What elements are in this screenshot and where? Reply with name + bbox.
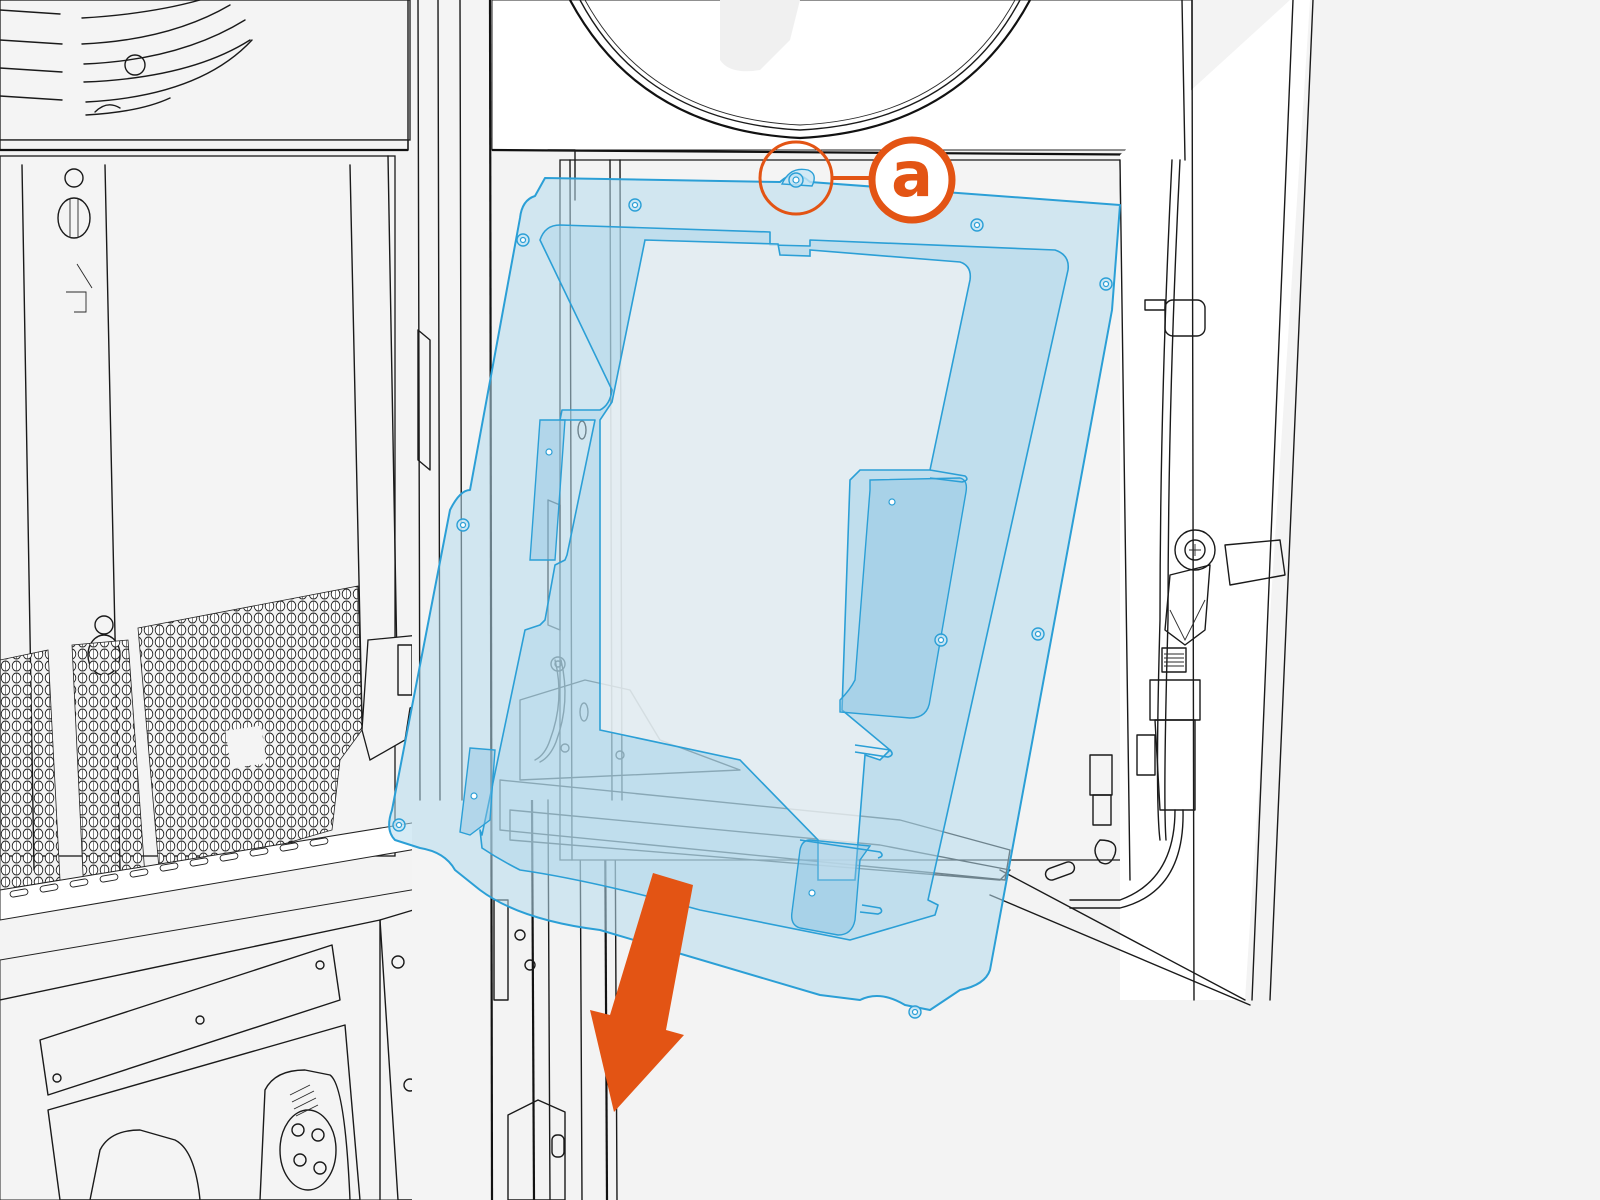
callout-a-label: a — [891, 138, 933, 211]
fan-ring-icon — [569, 0, 1031, 140]
door-lock-lever — [1164, 529, 1286, 646]
left-fan-housing — [0, 0, 411, 152]
right-door-panel — [989, 0, 1314, 1006]
left-module-panels — [0, 155, 441, 921]
callout-a-badge — [868, 136, 956, 224]
mounting-bracket-frame — [388, 168, 1121, 1019]
perforated-vent-panel — [0, 585, 363, 896]
wire-connector — [1044, 754, 1117, 881]
bracket-nut-icon — [392, 198, 1113, 1019]
charging-socket-icon — [89, 1069, 351, 1200]
callout-target-nut-icon — [780, 168, 815, 188]
keyhole-slot-icon — [57, 168, 91, 239]
bottom-connector-module — [0, 879, 471, 1200]
fan-grill-icon — [0, 0, 253, 116]
top-fan-housing — [491, 0, 1197, 161]
cable-clip — [1144, 299, 1206, 337]
sensor-fitting — [1069, 647, 1201, 909]
callout-a — [758, 136, 956, 224]
removal-direction-arrow — [590, 873, 693, 1112]
